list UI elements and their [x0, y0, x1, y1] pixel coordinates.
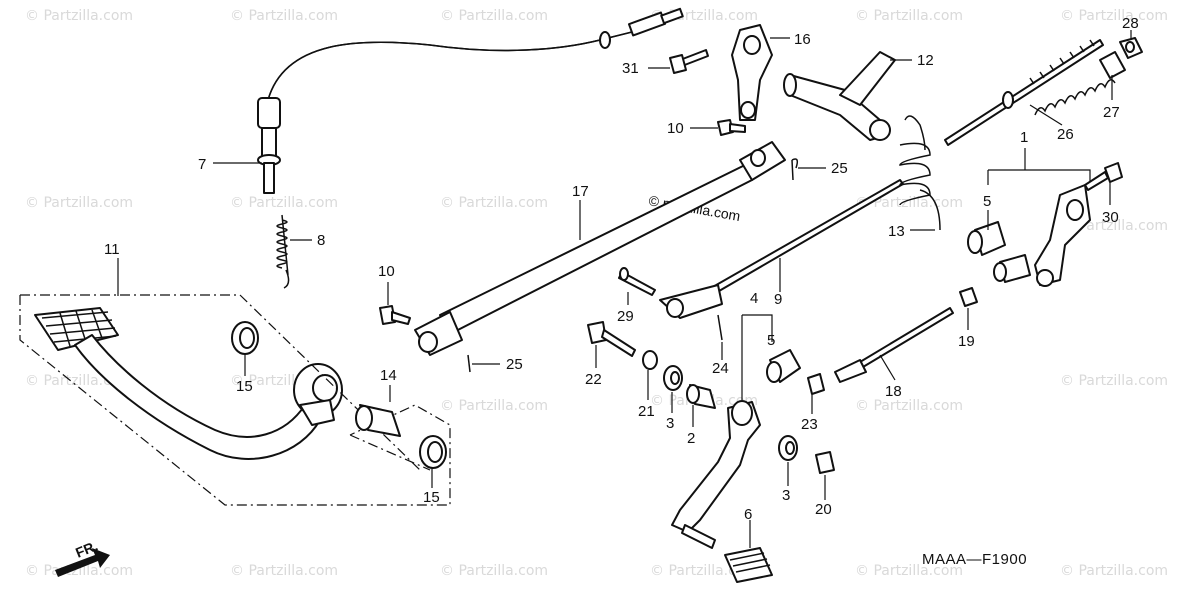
- tie-rod-18: [834, 307, 954, 383]
- svg-text:© Partzilla.com: © Partzilla.com: [440, 195, 548, 211]
- arm-16: [731, 24, 773, 121]
- seal-3-upper: [663, 365, 683, 391]
- svg-text:© Partzilla.com: © Partzilla.com: [230, 563, 338, 579]
- callout-21: 21: [638, 403, 655, 420]
- svg-text:© Partzilla.com: © Partzilla.com: [440, 563, 548, 579]
- callout-7: 7: [198, 156, 206, 173]
- callout-10-lower: 10: [378, 263, 395, 280]
- joint-5-upper: [967, 221, 1006, 256]
- spring-26: [1034, 79, 1116, 116]
- nut-28: [1119, 37, 1143, 59]
- callout-9: 9: [774, 291, 782, 308]
- bracket-1: [987, 148, 1091, 185]
- callout-17: 17: [572, 183, 589, 200]
- callout-22: 22: [585, 371, 602, 388]
- callout-15-upper: 15: [236, 378, 253, 395]
- spring-13: [899, 115, 941, 231]
- joint-5-lower: [766, 349, 801, 383]
- seal-3-lower: [778, 435, 798, 461]
- front-marker-label: FR.: [73, 537, 100, 560]
- callout-25-lower: 25: [506, 356, 523, 373]
- callout-5-upper: 5: [983, 193, 991, 210]
- cotter-pin-25-lower: [467, 354, 471, 373]
- svg-text:© Partzilla.com: © Partzilla.com: [1060, 8, 1168, 24]
- cotter-pin-25-upper: [791, 158, 799, 181]
- leader-lines: [117, 30, 1132, 548]
- bolt-22: [587, 321, 636, 357]
- shift-arm-4: [671, 400, 761, 549]
- callout-8: 8: [317, 232, 325, 249]
- callout-14: 14: [380, 367, 397, 384]
- callout-1: 1: [1020, 129, 1028, 146]
- washer-15-lower: [419, 435, 447, 469]
- washer-21: [642, 350, 658, 370]
- callout-31: 31: [622, 60, 639, 77]
- callout-2: 2: [687, 430, 695, 447]
- svg-text:© Partzilla.com: © Partzilla.com: [25, 8, 133, 24]
- svg-text:© Partzilla.com: © Partzilla.com: [25, 195, 133, 211]
- svg-text:© Partzilla.com: © Partzilla.com: [855, 8, 963, 24]
- svg-text:© Partzilla.com: © Partzilla.com: [230, 8, 338, 24]
- callout-12: 12: [917, 52, 934, 69]
- svg-text:© Partzilla.com: © Partzilla.com: [1060, 373, 1168, 389]
- front-arrow-icon: FR.: [55, 537, 110, 577]
- washer-15-upper: [231, 321, 259, 355]
- bolt-31: [669, 49, 709, 74]
- stop-switch-cable: [257, 7, 684, 289]
- bolt-10-lower: [379, 305, 411, 325]
- brake-pedal: [34, 307, 343, 460]
- callout-11: 11: [104, 241, 120, 258]
- bracket-4: [741, 314, 773, 400]
- bolt-10-upper: [717, 119, 746, 136]
- svg-text:© Partzilla.com: © Partzilla.com: [230, 195, 338, 211]
- svg-text:© Partzilla.com: © Partzilla.com: [440, 398, 548, 414]
- cotter-pin-24: [717, 314, 723, 341]
- callout-18: 18: [885, 383, 902, 400]
- brake-arm-12: [783, 51, 896, 141]
- callout-29: 29: [617, 308, 634, 325]
- callout-24: 24: [712, 360, 729, 377]
- nut-19: [959, 287, 978, 307]
- callout-5-lower: 5: [767, 332, 775, 349]
- callout-6: 6: [744, 506, 752, 523]
- callout-30: 30: [1102, 209, 1119, 226]
- svg-text:© Partzilla.com: © Partzilla.com: [440, 8, 548, 24]
- callout-15-lower: 15: [423, 489, 440, 506]
- nut-23: [807, 373, 825, 395]
- bolt-30: [1084, 162, 1123, 191]
- callout-labels: 1 2 3 3 4 5 5 6 7 8 9 10 10 11 12 13 14 …: [104, 15, 1139, 523]
- callout-13: 13: [888, 223, 905, 240]
- watermark-layer: © Partzilla.com © Partzilla.com © Partzi…: [25, 8, 1168, 579]
- collar-27: [1099, 51, 1126, 79]
- nut-20: [815, 451, 835, 474]
- brake-rod-17: [414, 141, 786, 356]
- diagram-code: MAAA—F1900: [922, 551, 1027, 568]
- callout-16: 16: [794, 31, 811, 48]
- callout-28: 28: [1122, 15, 1139, 32]
- callout-27: 27: [1103, 104, 1120, 121]
- callout-26: 26: [1057, 126, 1074, 143]
- svg-text:© Partzilla.com: © Partzilla.com: [855, 195, 963, 211]
- callout-25-upper: 25: [831, 160, 848, 177]
- svg-text:© Partzilla.com: © Partzilla.com: [25, 563, 133, 579]
- svg-text:© Partzilla.com: © Partzilla.com: [855, 563, 963, 579]
- callout-23: 23: [801, 416, 818, 433]
- collar-2: [686, 384, 716, 409]
- callout-4: 4: [750, 290, 758, 307]
- pin-29: [618, 267, 656, 296]
- callout-10-upper: 10: [667, 120, 684, 137]
- callout-20: 20: [815, 501, 832, 518]
- callout-3-lower: 3: [782, 487, 790, 504]
- svg-text:© Partzilla.com: © Partzilla.com: [855, 398, 963, 414]
- arm-assembly-1: [993, 184, 1091, 287]
- callout-19: 19: [958, 333, 975, 350]
- callout-3-upper: 3: [666, 415, 674, 432]
- collar-14: [355, 404, 401, 437]
- svg-text:© Partzilla.com: © Partzilla.com: [1060, 563, 1168, 579]
- rod-1: [944, 39, 1104, 146]
- rubber-peg-6: [724, 547, 773, 583]
